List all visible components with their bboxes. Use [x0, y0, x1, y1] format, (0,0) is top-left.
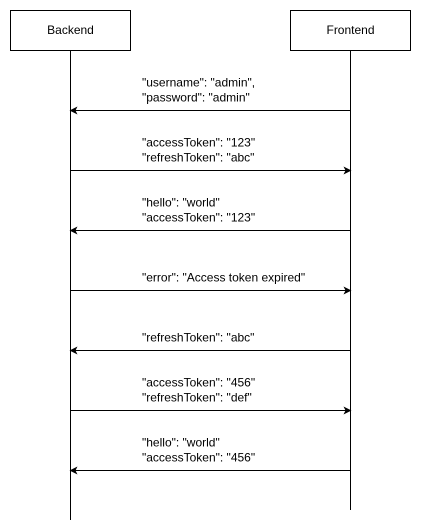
backend-box	[10, 10, 131, 51]
message-label-line: "error": "Access token expired"	[142, 271, 305, 285]
message-label-line: "hello": "world"	[142, 196, 220, 210]
message-5: "refreshToken": "abc"	[69, 331, 351, 355]
message-6: "accessToken": "456""refreshToken": "def…	[70, 376, 352, 415]
participant-frontend: Frontend	[290, 10, 411, 51]
message-label-line: "refreshToken": "abc"	[142, 151, 254, 165]
message-label-line: "password": "admin"	[142, 91, 250, 105]
message-label-line: "hello": "world"	[142, 436, 220, 450]
participant-backend: Backend	[10, 10, 131, 51]
message-label-line: "username": "admin",	[142, 76, 255, 90]
message-1: "username": "admin","password": "admin"	[69, 76, 351, 115]
message-7: "hello": "world""accessToken": "456"	[69, 436, 351, 475]
message-label-line: "refreshToken": "abc"	[142, 331, 254, 345]
frontend-label: Frontend	[326, 23, 374, 37]
message-label-line: "accessToken": "456"	[142, 376, 255, 390]
message-label-line: "accessToken": "123"	[142, 211, 255, 225]
message-3: "hello": "world""accessToken": "123"	[69, 196, 351, 235]
message-2: "accessToken": "123""refreshToken": "abc…	[70, 136, 352, 175]
frontend-box	[290, 10, 411, 51]
message-4: "error": "Access token expired"	[70, 271, 352, 295]
messages-group: "username": "admin","password": "admin""…	[69, 76, 352, 475]
message-label-line: "refreshToken": "def"	[142, 391, 252, 405]
backend-label: Backend	[47, 23, 94, 37]
message-label-line: "accessToken": "123"	[142, 136, 255, 150]
message-label-line: "accessToken": "456"	[142, 451, 255, 465]
